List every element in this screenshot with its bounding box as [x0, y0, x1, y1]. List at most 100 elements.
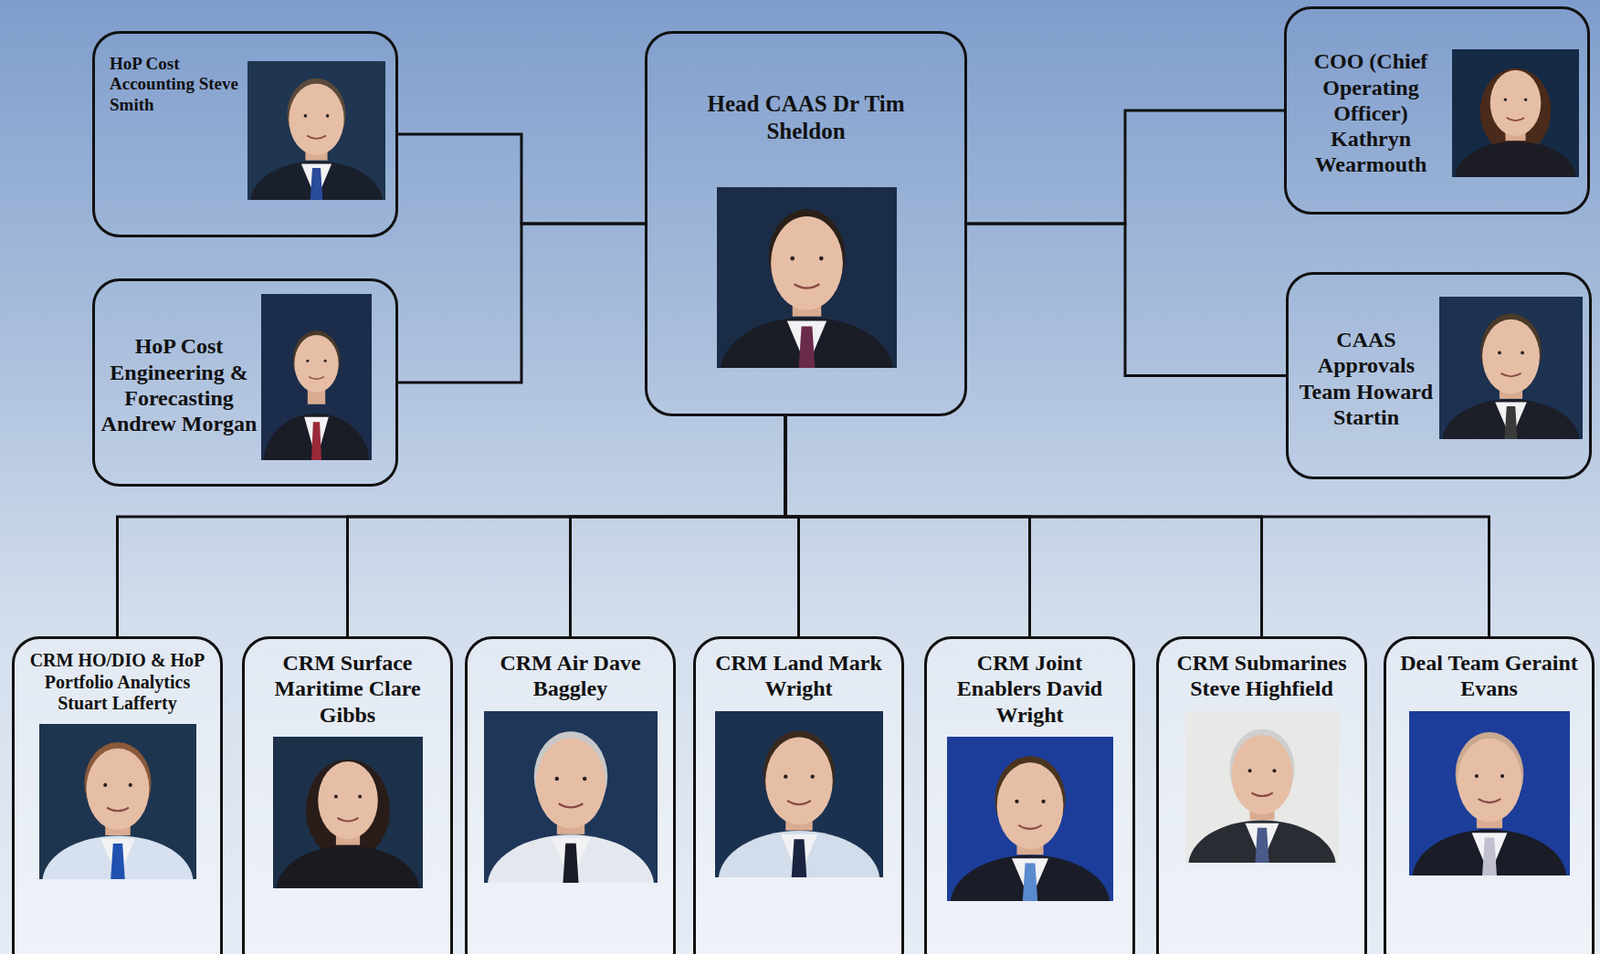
tie	[311, 421, 322, 461]
mouth	[794, 284, 821, 288]
role-and-name: Head CAAS Dr Tim Sheldon	[689, 90, 923, 145]
role-and-name: HoP Cost Accounting Steve Smith	[109, 53, 247, 116]
reporting-line	[785, 416, 1263, 637]
portrait-photo	[716, 187, 897, 369]
face	[1231, 735, 1293, 815]
shirt	[551, 838, 590, 884]
portrait-photo	[273, 736, 423, 889]
eye	[1499, 774, 1504, 779]
reporting-line	[967, 223, 1286, 377]
box-text-group: CRM Surface Maritime Clare Gibbs	[250, 650, 445, 728]
shirt	[301, 163, 332, 200]
mouth	[1251, 792, 1274, 797]
mouth	[336, 818, 358, 822]
box-text-group: CRM Submarines Steve Highfield	[1164, 650, 1359, 703]
suit	[486, 834, 653, 884]
mouth	[557, 803, 583, 808]
box-text-group: HoP Cost Engineering & Forecasting Andre…	[100, 333, 258, 437]
reporting-line	[967, 110, 1285, 224]
box-text-group: Head CAAS Dr Tim Sheldon	[689, 90, 923, 145]
tie	[110, 843, 125, 880]
mouth	[306, 136, 327, 139]
role-and-name: Deal Team Geraint Evans	[1391, 650, 1587, 703]
tie	[1021, 863, 1037, 902]
portrait-photo	[484, 711, 658, 884]
hair	[305, 759, 390, 862]
hair	[1480, 68, 1552, 155]
role-and-name: CAAS Approvals Team Howard Startin	[1294, 326, 1439, 431]
role-and-name: CRM Joint Enablers David Wright	[932, 650, 1127, 728]
shirt	[1471, 832, 1507, 876]
role-and-name: COO (Chief Operating Officer) Kathryn We…	[1292, 48, 1450, 179]
box-text-group: Deal Team Geraint Evans	[1391, 650, 1587, 703]
face	[536, 737, 606, 829]
suit	[263, 413, 369, 461]
reporting-line	[398, 134, 645, 224]
portrait-photo	[1452, 49, 1579, 178]
eye	[1247, 768, 1252, 773]
reporting-line	[398, 223, 645, 383]
suit	[949, 855, 1110, 902]
org-box: CRM Surface Maritime Clare Gibbs	[242, 636, 453, 954]
eye	[789, 256, 795, 262]
reporting-line	[785, 416, 800, 637]
tie	[799, 326, 816, 369]
role-and-name: HoP Cost Engineering & Forecasting Andre…	[100, 333, 258, 437]
mouth	[1501, 373, 1522, 377]
eye	[1520, 351, 1525, 356]
reporting-line	[117, 416, 787, 637]
eye	[304, 114, 308, 118]
shirt	[100, 839, 136, 880]
portrait-photo	[1185, 711, 1339, 864]
eye	[1524, 98, 1527, 102]
role-and-name: CRM Air Dave Baggley	[473, 650, 668, 703]
suit	[250, 160, 383, 200]
box-text-group: HoP Cost Accounting Steve Smith	[109, 53, 247, 116]
org-box: HoP Cost Engineering & Forecasting Andre…	[92, 278, 399, 487]
eye	[581, 776, 587, 781]
eye	[326, 114, 330, 118]
mouth	[1506, 117, 1525, 121]
shirt	[779, 833, 817, 877]
role-and-name: CRM Submarines Steve Highfield	[1164, 650, 1359, 703]
suit	[720, 317, 894, 369]
mouth	[1018, 825, 1042, 830]
portrait-photo	[39, 724, 197, 880]
org-box: CRM HO/DIO & HoP Portfolio Analytics Stu…	[11, 636, 223, 954]
eye	[1473, 774, 1478, 779]
tie	[790, 839, 807, 878]
org-box: CRM Joint Enablers David Wright	[924, 636, 1136, 954]
eye	[783, 774, 788, 779]
eye	[1272, 768, 1276, 773]
eye	[103, 783, 107, 788]
shirt	[1244, 822, 1279, 863]
org-box: CAAS Approvals Team Howard Startin	[1285, 272, 1592, 480]
box-text-group: COO (Chief Operating Officer) Kathryn We…	[1292, 48, 1450, 179]
eye	[1014, 800, 1019, 804]
mouth	[308, 377, 325, 380]
suit	[1442, 399, 1580, 440]
eye	[357, 794, 362, 799]
org-box: COO (Chief Operating Officer) Kathryn We…	[1284, 6, 1590, 215]
reporting-line	[785, 416, 1490, 637]
org-box: Head CAAS Dr Tim Sheldon	[644, 31, 968, 417]
shirt	[1494, 401, 1527, 440]
tie	[562, 842, 579, 883]
reporting-line	[785, 416, 1031, 637]
portrait-photo	[1439, 296, 1583, 440]
role-and-name: CRM Surface Maritime Clare Gibbs	[250, 650, 445, 728]
face	[85, 747, 149, 830]
mouth	[1477, 799, 1501, 803]
mouth	[787, 800, 811, 805]
tie	[1504, 406, 1517, 440]
suit	[1454, 141, 1577, 178]
portrait-photo	[947, 736, 1114, 902]
shirt	[304, 417, 329, 461]
suit	[275, 845, 420, 888]
eye	[1504, 98, 1507, 102]
org-box: CRM Air Dave Baggley	[464, 636, 676, 954]
tie	[310, 168, 324, 200]
suit	[717, 831, 880, 878]
face	[1490, 70, 1542, 137]
